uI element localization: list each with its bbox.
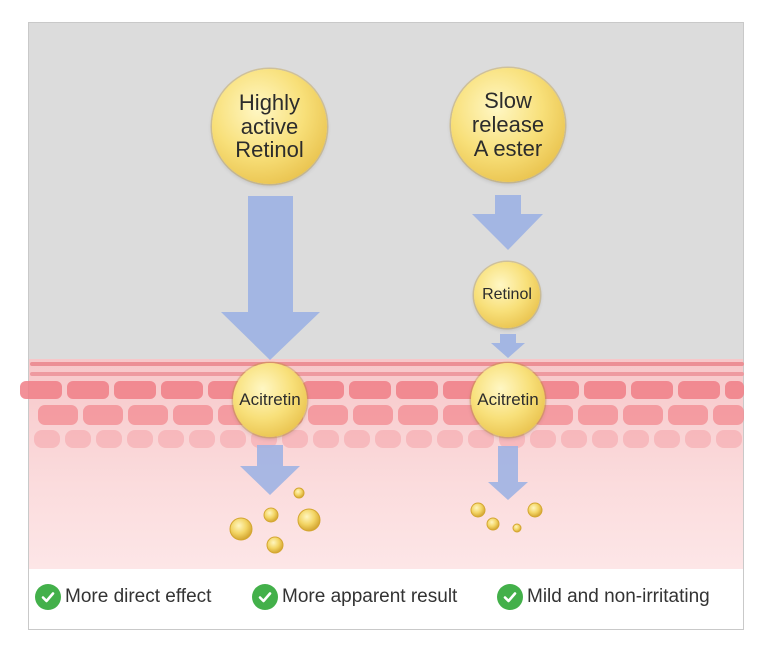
skin-cell — [396, 381, 438, 399]
skin-cell — [127, 430, 153, 448]
acitretin-molecule-right: Acitretin — [471, 363, 545, 437]
highly-active-retinol-molecule: Highly active Retinol — [212, 69, 327, 184]
skin-cell — [34, 430, 60, 448]
skin-cells-row-1 — [20, 381, 744, 399]
benefit-item: More direct effect — [35, 582, 211, 612]
skin-cell — [530, 430, 556, 448]
skin-cell — [161, 381, 203, 399]
arrow-down-right-lower — [488, 446, 528, 500]
arrow-down-right-upper — [472, 195, 543, 250]
skin-cell — [114, 381, 156, 399]
skin-cell — [584, 381, 626, 399]
skin-cell — [375, 430, 401, 448]
released-droplets-left — [229, 487, 321, 554]
skin-cell — [561, 430, 587, 448]
skin-cell — [353, 405, 393, 425]
molecule-label-line: Highly — [238, 89, 301, 115]
arrow-down-large — [221, 196, 320, 360]
released-droplets-right — [470, 502, 543, 533]
arrow-down-right-middle — [491, 334, 525, 358]
benefits-bar — [29, 569, 743, 629]
acitretin-molecule-left: Acitretin — [233, 363, 307, 437]
skin-cell — [308, 405, 348, 425]
skin-cells-row-3 — [34, 430, 742, 448]
skin-cell — [623, 430, 649, 448]
skin-cell — [623, 405, 663, 425]
molecule-label-line: A ester — [473, 135, 543, 161]
skin-cells-row-2 — [38, 405, 744, 425]
skin-cell — [685, 430, 711, 448]
check-icon — [35, 584, 61, 610]
molecule-label-line: Retinol — [235, 137, 304, 163]
skin-cell — [282, 430, 308, 448]
skin-cell — [725, 381, 744, 399]
molecule-label: Retinol — [482, 286, 532, 304]
skin-cell — [437, 430, 463, 448]
skin-cell — [678, 381, 720, 399]
skin-cell — [220, 430, 246, 448]
skin-cell — [189, 430, 215, 448]
benefit-label: More apparent result — [282, 586, 458, 607]
skin-cell-lines — [30, 362, 744, 376]
skin-cell — [67, 381, 109, 399]
diagram-frame — [28, 22, 744, 630]
molecule-label-line: release — [471, 112, 545, 138]
skin-cell — [128, 405, 168, 425]
retinol-molecule: Retinol — [474, 262, 540, 328]
arrow-down-left-lower — [240, 445, 300, 495]
skin-cell — [83, 405, 123, 425]
skin-cell — [38, 405, 78, 425]
benefit-label: More direct effect — [65, 586, 212, 607]
skin-cell — [20, 381, 62, 399]
benefit-item: More apparent result — [252, 582, 457, 612]
skin-cell — [654, 430, 680, 448]
skin-cell — [668, 405, 708, 425]
skin-cell — [158, 430, 184, 448]
skin-cell — [65, 430, 91, 448]
benefit-label: Mild and non-irritating — [527, 586, 710, 607]
skin-cell — [96, 430, 122, 448]
skin-cell — [344, 430, 370, 448]
skin-cell — [713, 405, 744, 425]
skin-cell — [578, 405, 618, 425]
skin-cell — [313, 430, 339, 448]
skin-cell — [468, 430, 494, 448]
molecule-label: Acitretin — [239, 389, 301, 409]
molecule-label: Acitretin — [477, 389, 539, 409]
skin-cell — [406, 430, 432, 448]
skin-cell — [349, 381, 391, 399]
slow-release-ester-molecule: Slow release A ester — [451, 68, 565, 182]
skin-cell — [592, 430, 618, 448]
check-icon — [252, 584, 278, 610]
molecule-label-line: active — [240, 113, 299, 139]
skin-cell — [173, 405, 213, 425]
check-icon — [497, 584, 523, 610]
molecule-label-line: Slow — [484, 88, 532, 114]
surface-area — [29, 23, 743, 359]
skin-cell — [716, 430, 742, 448]
skin-cell — [631, 381, 673, 399]
benefit-item: Mild and non-irritating — [497, 582, 710, 612]
skin-cell — [398, 405, 438, 425]
skin-cell — [302, 381, 344, 399]
skin-cell — [537, 381, 579, 399]
